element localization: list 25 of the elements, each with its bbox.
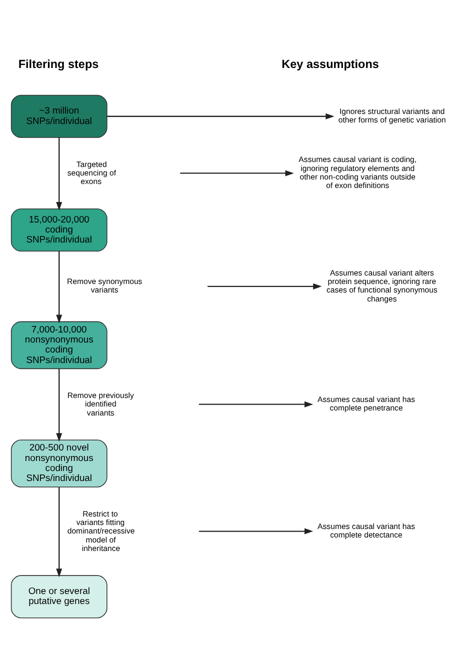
node-text: Ignores structural variants and other forms of genetic variation	[338, 106, 446, 124]
edge-label: Remove synonymous variants	[66, 276, 142, 294]
arrow	[56, 137, 62, 210]
arrow	[56, 250, 62, 323]
node-text: Assumes causal variant is coding, ignoring regulatory elements and other non-coding variants outside of exon definitions	[298, 154, 417, 190]
node-text: Assumes causal variant alters protein sequence, ignoring rare cases of functional synonymous changes	[326, 268, 438, 303]
arrow	[106, 112, 334, 119]
node-box: ~3 million SNPs/individual	[10, 94, 108, 138]
arrow	[208, 282, 322, 289]
edge-label: Targeted sequencing of exons	[67, 159, 116, 186]
edge-label: Restrict to variants fitting dominant/recessive model of inheritance	[67, 508, 135, 552]
arrow	[56, 486, 62, 577]
node-text: Assumes causal variant has complete penetrance	[318, 394, 416, 412]
arrow	[198, 528, 314, 534]
node-box: 15,000-20,000 coding SNPs/individual	[10, 208, 108, 252]
edge-label: Remove previously identified variants	[67, 390, 134, 417]
node-box: 7,000-10,000 nonsynonymous coding SNPs/individual	[10, 320, 108, 369]
node-box: 200-500 novel nonsynonymous coding SNPs/individual	[10, 439, 108, 487]
node-text: Assumes causal variant has complete detectance	[318, 521, 416, 540]
arrow	[180, 170, 294, 176]
arrow	[198, 400, 314, 407]
label: Key assumptions	[282, 58, 379, 71]
node-box: One or several putative genes	[10, 574, 108, 618]
label: Filtering steps	[18, 58, 99, 71]
arrow	[56, 368, 62, 442]
